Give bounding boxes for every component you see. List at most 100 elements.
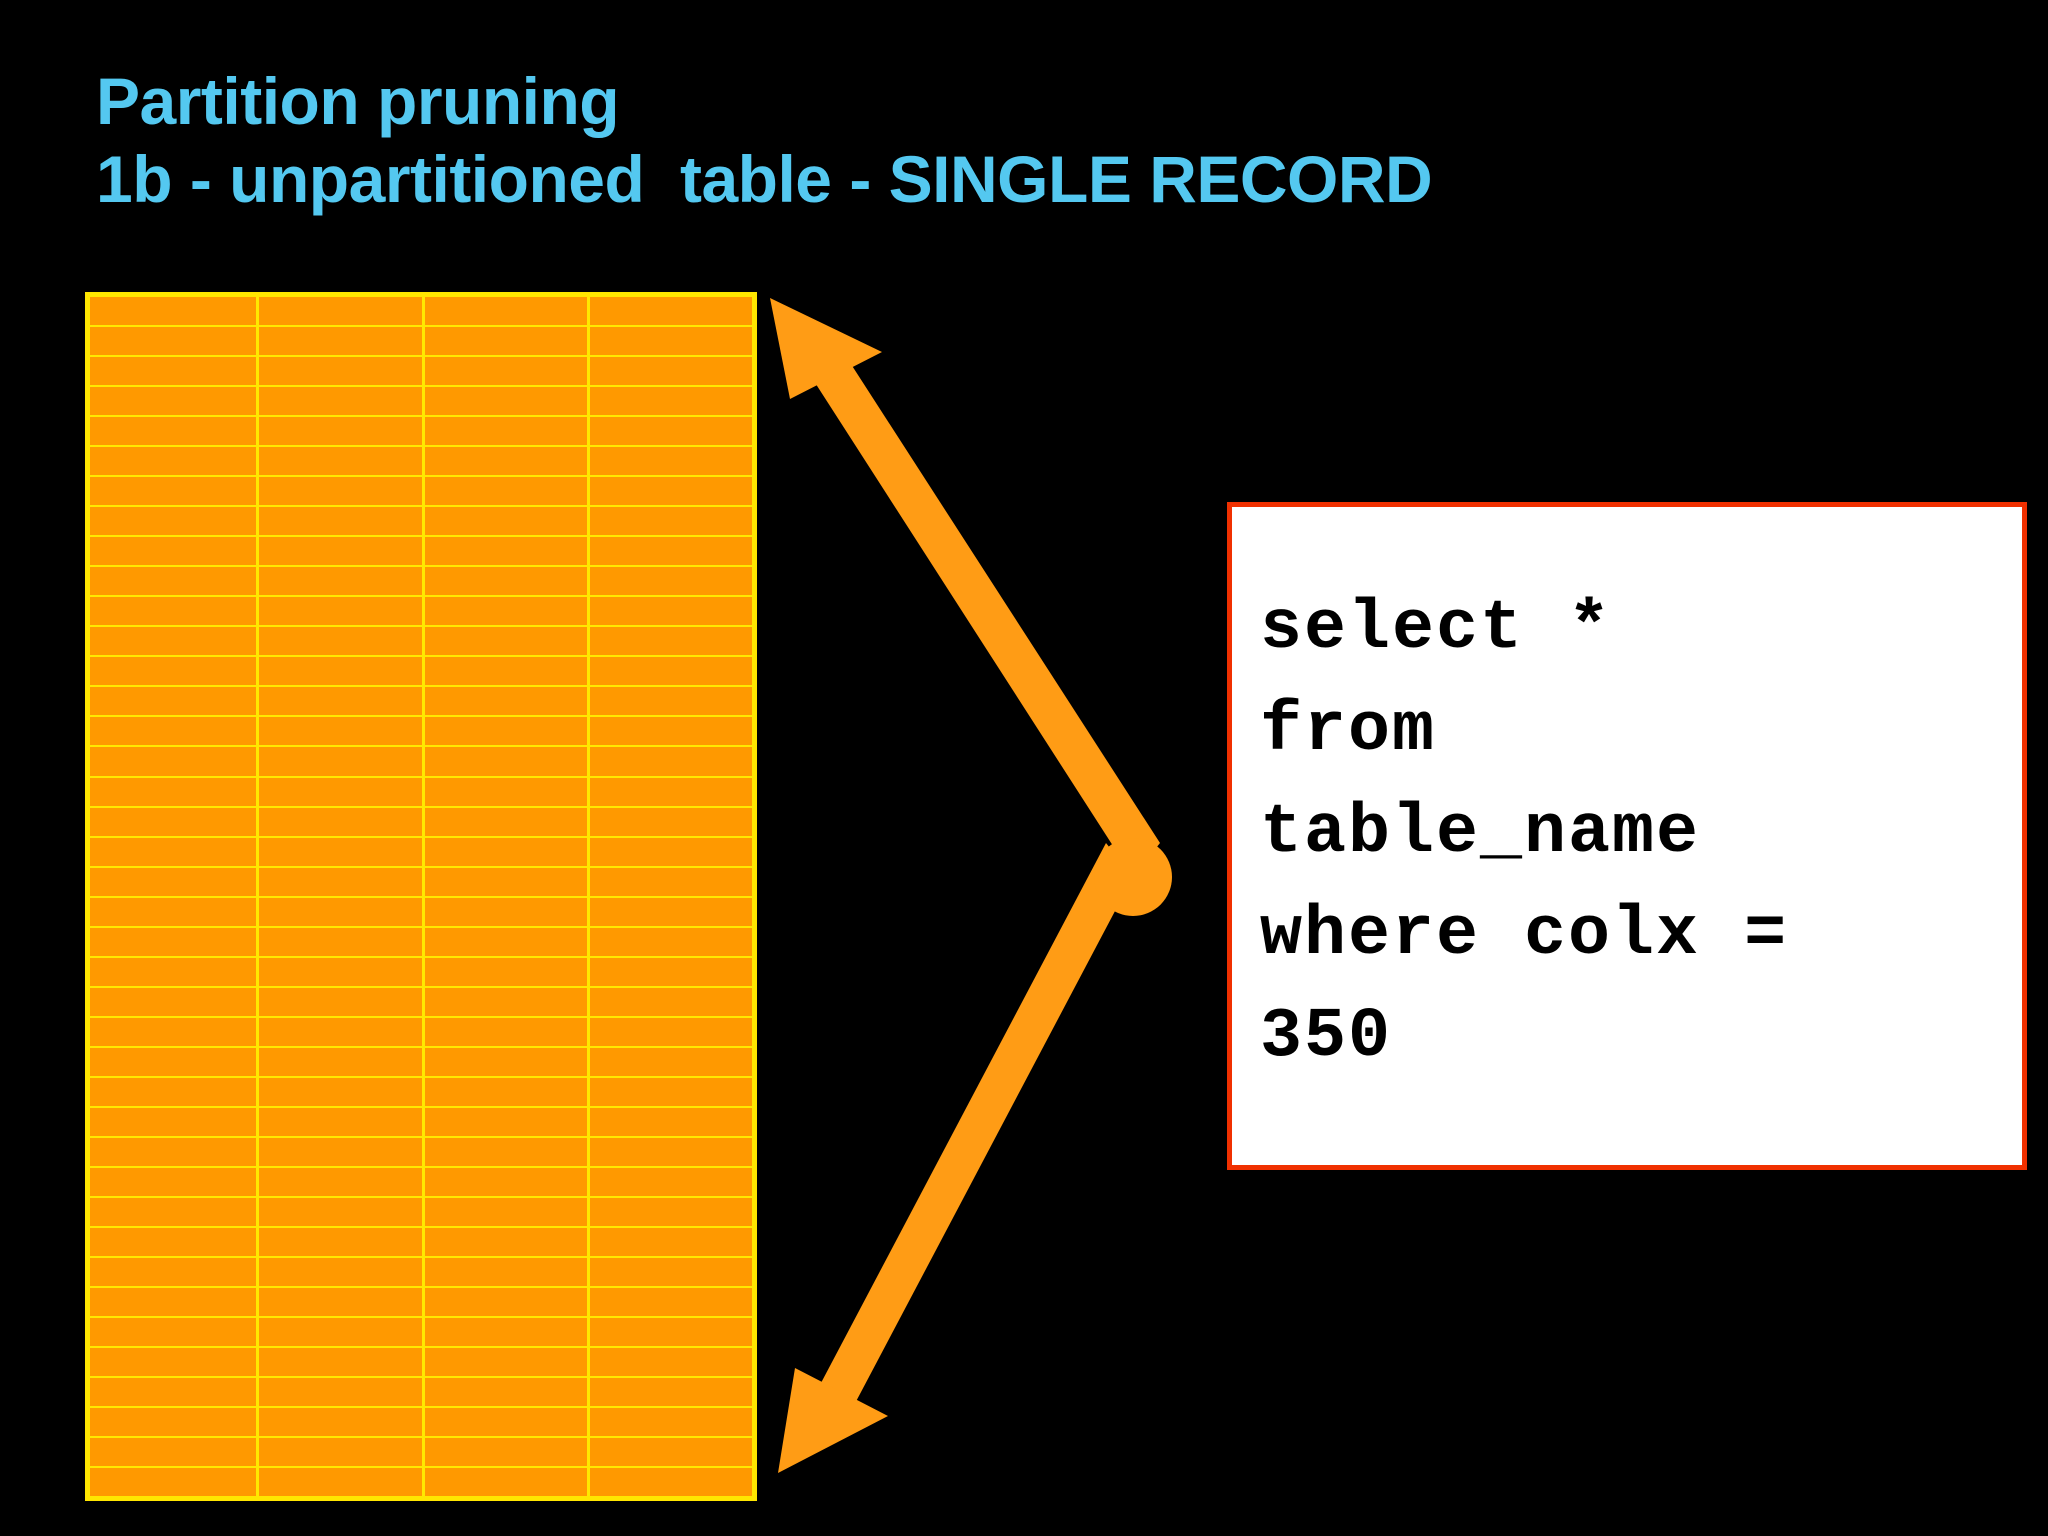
table-cell (589, 1167, 752, 1196)
table-cell (589, 867, 752, 896)
table-cell (424, 1378, 590, 1407)
table-cell (90, 507, 260, 536)
table-cell (259, 1348, 425, 1377)
table-row (90, 1348, 752, 1379)
table-cell (589, 807, 752, 836)
table-cell (259, 897, 425, 926)
table-cell (424, 897, 590, 926)
table-cell (90, 807, 260, 836)
table-cell (259, 477, 425, 506)
table-cell (589, 507, 752, 536)
table-cell (259, 387, 425, 416)
table-cell (90, 747, 260, 776)
table-cell (589, 417, 752, 446)
table-cell (589, 447, 752, 476)
table-cell (424, 747, 590, 776)
table-cell (259, 867, 425, 896)
table-cell (259, 1197, 425, 1226)
table-row (90, 1378, 752, 1409)
table-cell (259, 1167, 425, 1196)
table-cell (424, 957, 590, 986)
table-cell (90, 1378, 260, 1407)
table-cell (90, 357, 260, 386)
table-cell (589, 987, 752, 1016)
unpartitioned-table-figure (85, 292, 757, 1501)
arrow-to-table-top (770, 298, 1160, 877)
table-cell (90, 1077, 260, 1106)
table-cell (424, 597, 590, 626)
table-cell (259, 1438, 425, 1467)
table-cell (259, 447, 425, 476)
table-cell (90, 957, 260, 986)
table-cell (259, 987, 425, 1016)
table-row (90, 1077, 752, 1108)
table-cell (90, 447, 260, 476)
table-cell (90, 1227, 260, 1256)
table-cell (424, 387, 590, 416)
table-cell (424, 507, 590, 536)
table-cell (259, 1288, 425, 1317)
table-row (90, 1438, 752, 1469)
table-cell (424, 537, 590, 566)
table-cell (90, 867, 260, 896)
table-cell (90, 477, 260, 506)
table-cell (424, 657, 590, 686)
sql-line: 350 (1260, 998, 1393, 1077)
table-cell (259, 777, 425, 806)
table-cell (589, 1047, 752, 1076)
table-cell (259, 1227, 425, 1256)
table-cell (259, 297, 425, 326)
table-cell (259, 1107, 425, 1136)
table-cell (424, 1318, 590, 1347)
table-cell (90, 777, 260, 806)
table-cell (259, 657, 425, 686)
table-row (90, 1047, 752, 1078)
table-cell (90, 1137, 260, 1166)
table-cell (424, 1288, 590, 1317)
table-cell (589, 477, 752, 506)
table-cell (90, 837, 260, 866)
table-cell (589, 1288, 752, 1317)
table-cell (424, 807, 590, 836)
table-row (90, 1167, 752, 1198)
table-cell (259, 597, 425, 626)
table-row (90, 1197, 752, 1228)
table-cell (589, 1318, 752, 1347)
table-row (90, 807, 752, 838)
table-cell (589, 957, 752, 986)
table-cell (424, 837, 590, 866)
table-cell (589, 837, 752, 866)
table-cell (259, 357, 425, 386)
table-cell (90, 717, 260, 746)
sql-line: from (1260, 692, 1437, 771)
table-cell (90, 1107, 260, 1136)
table-row (90, 987, 752, 1018)
table-cell (424, 1137, 590, 1166)
table-row (90, 1468, 752, 1497)
table-cell (424, 477, 590, 506)
table-cell (589, 747, 752, 776)
table-cell (259, 747, 425, 776)
table-cell (424, 1167, 590, 1196)
table-row (90, 837, 752, 868)
sql-callout-box: select * from table_name where colx = 35… (1227, 502, 2027, 1170)
table-cell (90, 1167, 260, 1196)
table-cell (90, 1438, 260, 1467)
table-cell (424, 417, 590, 446)
table-row (90, 927, 752, 958)
table-row (90, 657, 752, 688)
table-cell (589, 1077, 752, 1106)
table-cell (90, 987, 260, 1016)
table-cell (589, 1378, 752, 1407)
table-cell (90, 387, 260, 416)
table-cell (259, 1468, 425, 1497)
table-cell (90, 1017, 260, 1046)
table-cell (90, 597, 260, 626)
table-row (90, 957, 752, 988)
table-row (90, 1288, 752, 1319)
table-cell (589, 1017, 752, 1046)
table-cell (90, 687, 260, 716)
table-row (90, 417, 752, 448)
table-cell (424, 1408, 590, 1437)
table-cell (90, 537, 260, 566)
